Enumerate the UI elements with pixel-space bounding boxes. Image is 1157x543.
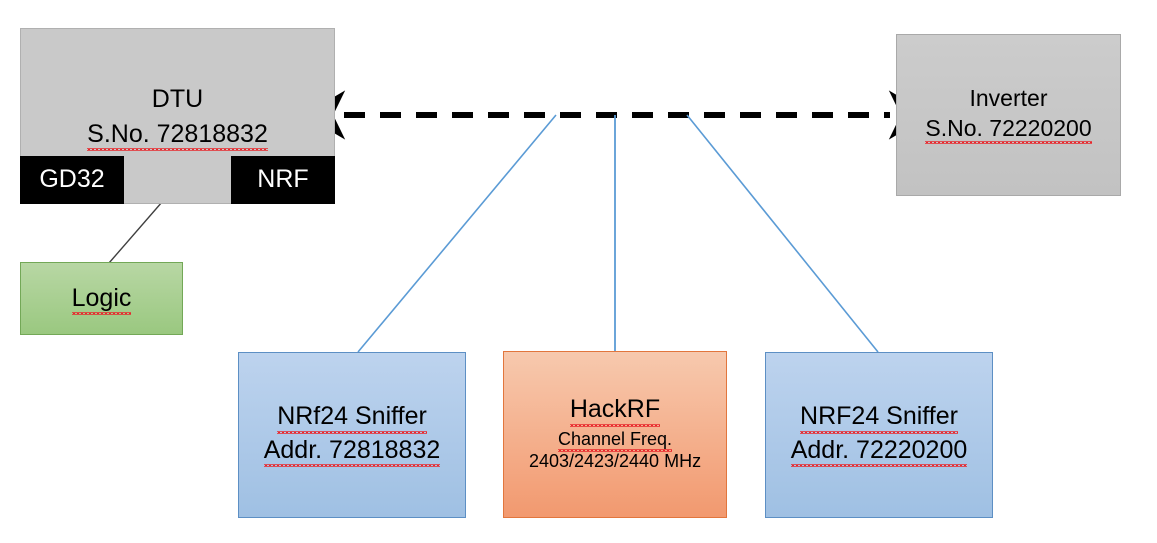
tap-to-sniffer-left-line <box>357 114 557 353</box>
hackrf-channel-label: Channel Freq. <box>557 428 673 452</box>
nrf-node[interactable]: NRF <box>231 156 335 204</box>
inverter-node[interactable]: Inverter S.No. 72220200 <box>896 34 1121 196</box>
gd32-node[interactable]: GD32 <box>20 156 124 204</box>
gd32-label: GD32 <box>39 165 105 194</box>
sniffer-right-node[interactable]: NRF24 Sniffer Addr. 72220200 <box>765 352 993 518</box>
hackrf-node[interactable]: HackRF Channel Freq. 2403/2423/2440 MHz <box>503 351 727 518</box>
sniffer-left-addr: Addr. 72818832 <box>263 435 441 467</box>
dtu-serial: S.No. 72818832 <box>87 119 268 151</box>
hackrf-title: HackRF <box>569 395 661 426</box>
sniffer-left-node[interactable]: NRf24 Sniffer Addr. 72818832 <box>238 352 466 518</box>
hackrf-frequencies: 2403/2423/2440 MHz <box>528 450 702 471</box>
nrf-label: NRF <box>257 165 309 194</box>
logic-analyzer-node[interactable]: Logic <box>20 262 183 335</box>
logic-label: Logic <box>71 283 132 315</box>
dtu-title: DTU <box>151 85 204 113</box>
sniffer-left-title: NRf24 Sniffer <box>277 402 427 433</box>
tap-to-sniffer-right-line <box>686 114 879 353</box>
sniffer-right-title: NRF24 Sniffer <box>800 402 958 433</box>
inverter-serial: S.No. 72220200 <box>925 115 1092 145</box>
sniffer-right-addr: Addr. 72220200 <box>790 435 968 467</box>
inverter-title: Inverter <box>969 85 1048 111</box>
